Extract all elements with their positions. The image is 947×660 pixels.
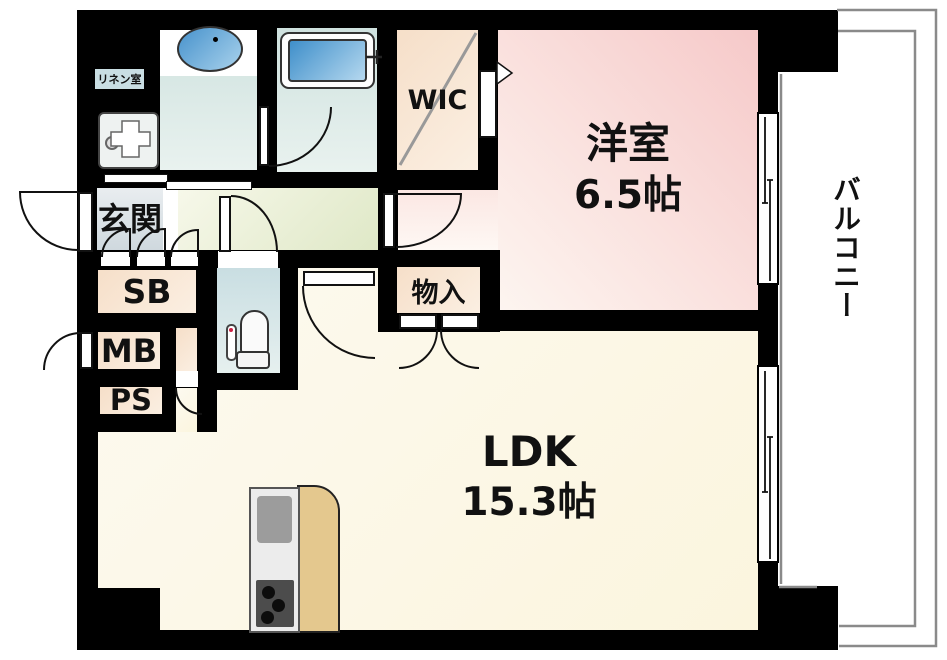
ldk-door-leaf	[303, 271, 375, 286]
bathroom-door-leaf	[259, 106, 269, 166]
stove-burner-icon-2	[272, 599, 285, 612]
toilet-door-leaf	[219, 196, 231, 252]
room-label-ldk: LDK	[481, 426, 577, 476]
wall-block-bottom-right	[778, 586, 838, 650]
kitchen-counter	[297, 485, 340, 633]
kitchen-sink-icon	[257, 496, 292, 543]
storage-door-leaf-right	[441, 314, 479, 329]
closet-storage	[397, 267, 480, 313]
room-label-balcony: バルコニー	[829, 175, 862, 320]
room-size-western: 6.5帖	[573, 173, 683, 218]
shoebox-threshold-1	[101, 252, 130, 266]
room-hall	[178, 188, 398, 250]
storage-door-leaf-left	[399, 314, 437, 329]
closet-label-meter-box: MB	[100, 331, 158, 370]
toilet-bowl-icon	[240, 310, 269, 355]
closet-label-shoe-box: SB	[122, 272, 172, 311]
wall-western-south	[480, 310, 778, 331]
closet-pipe-space	[100, 387, 162, 414]
shoebox-threshold-2	[137, 252, 165, 266]
toilet-control-panel-icon	[226, 324, 237, 361]
entrance-door-leaf	[78, 192, 93, 252]
linen-chip	[95, 69, 144, 89]
toilet-panel-red-dot	[229, 328, 233, 332]
room-label-linen: リネン室	[97, 73, 142, 86]
meter-box-door-leaf	[80, 332, 93, 369]
bathtub-water-icon	[288, 39, 367, 82]
western-sliding-window-icon	[757, 112, 779, 285]
wall-notch-bottom-left	[90, 588, 160, 632]
room-size-ldk: 15.3帖	[461, 480, 597, 525]
washroom-sliding-door-1	[104, 174, 168, 183]
toilet-base-icon	[236, 351, 270, 369]
wic-door-leaf	[479, 70, 497, 138]
washbasin-faucet-icon	[213, 37, 218, 42]
closet-label-storage: 物入	[411, 277, 466, 309]
closet-meter-box	[98, 332, 160, 369]
strip-closet-threshold	[176, 371, 198, 387]
washing-machine-drain-icon	[105, 136, 119, 150]
closet-label-pipe-space: PS	[109, 383, 153, 417]
wall-block-top-right	[778, 10, 838, 72]
room-western-extension	[398, 190, 498, 250]
western-door-leaf	[383, 193, 395, 248]
hall-threshold	[163, 188, 178, 250]
room-label-wic: WIC	[407, 84, 468, 116]
toilet-door-opening	[218, 251, 278, 268]
stove-burner-icon-1	[262, 586, 275, 599]
room-label-entrance: 玄関	[97, 200, 162, 238]
shoebox-threshold-3	[171, 252, 198, 266]
closet-shoe-box	[98, 270, 196, 313]
ldk-sliding-window-icon	[757, 365, 779, 563]
ldk-patch	[176, 388, 197, 432]
room-label-western: 洋室	[585, 118, 670, 168]
washbasin-icon	[177, 26, 243, 72]
stove-burner-icon-3	[261, 611, 274, 624]
closet-strip	[176, 328, 197, 372]
entrance-door-arc	[18, 191, 79, 251]
room-western	[498, 30, 758, 310]
washroom-sliding-door-2	[166, 181, 252, 190]
meter-box-door-arc	[43, 332, 81, 371]
